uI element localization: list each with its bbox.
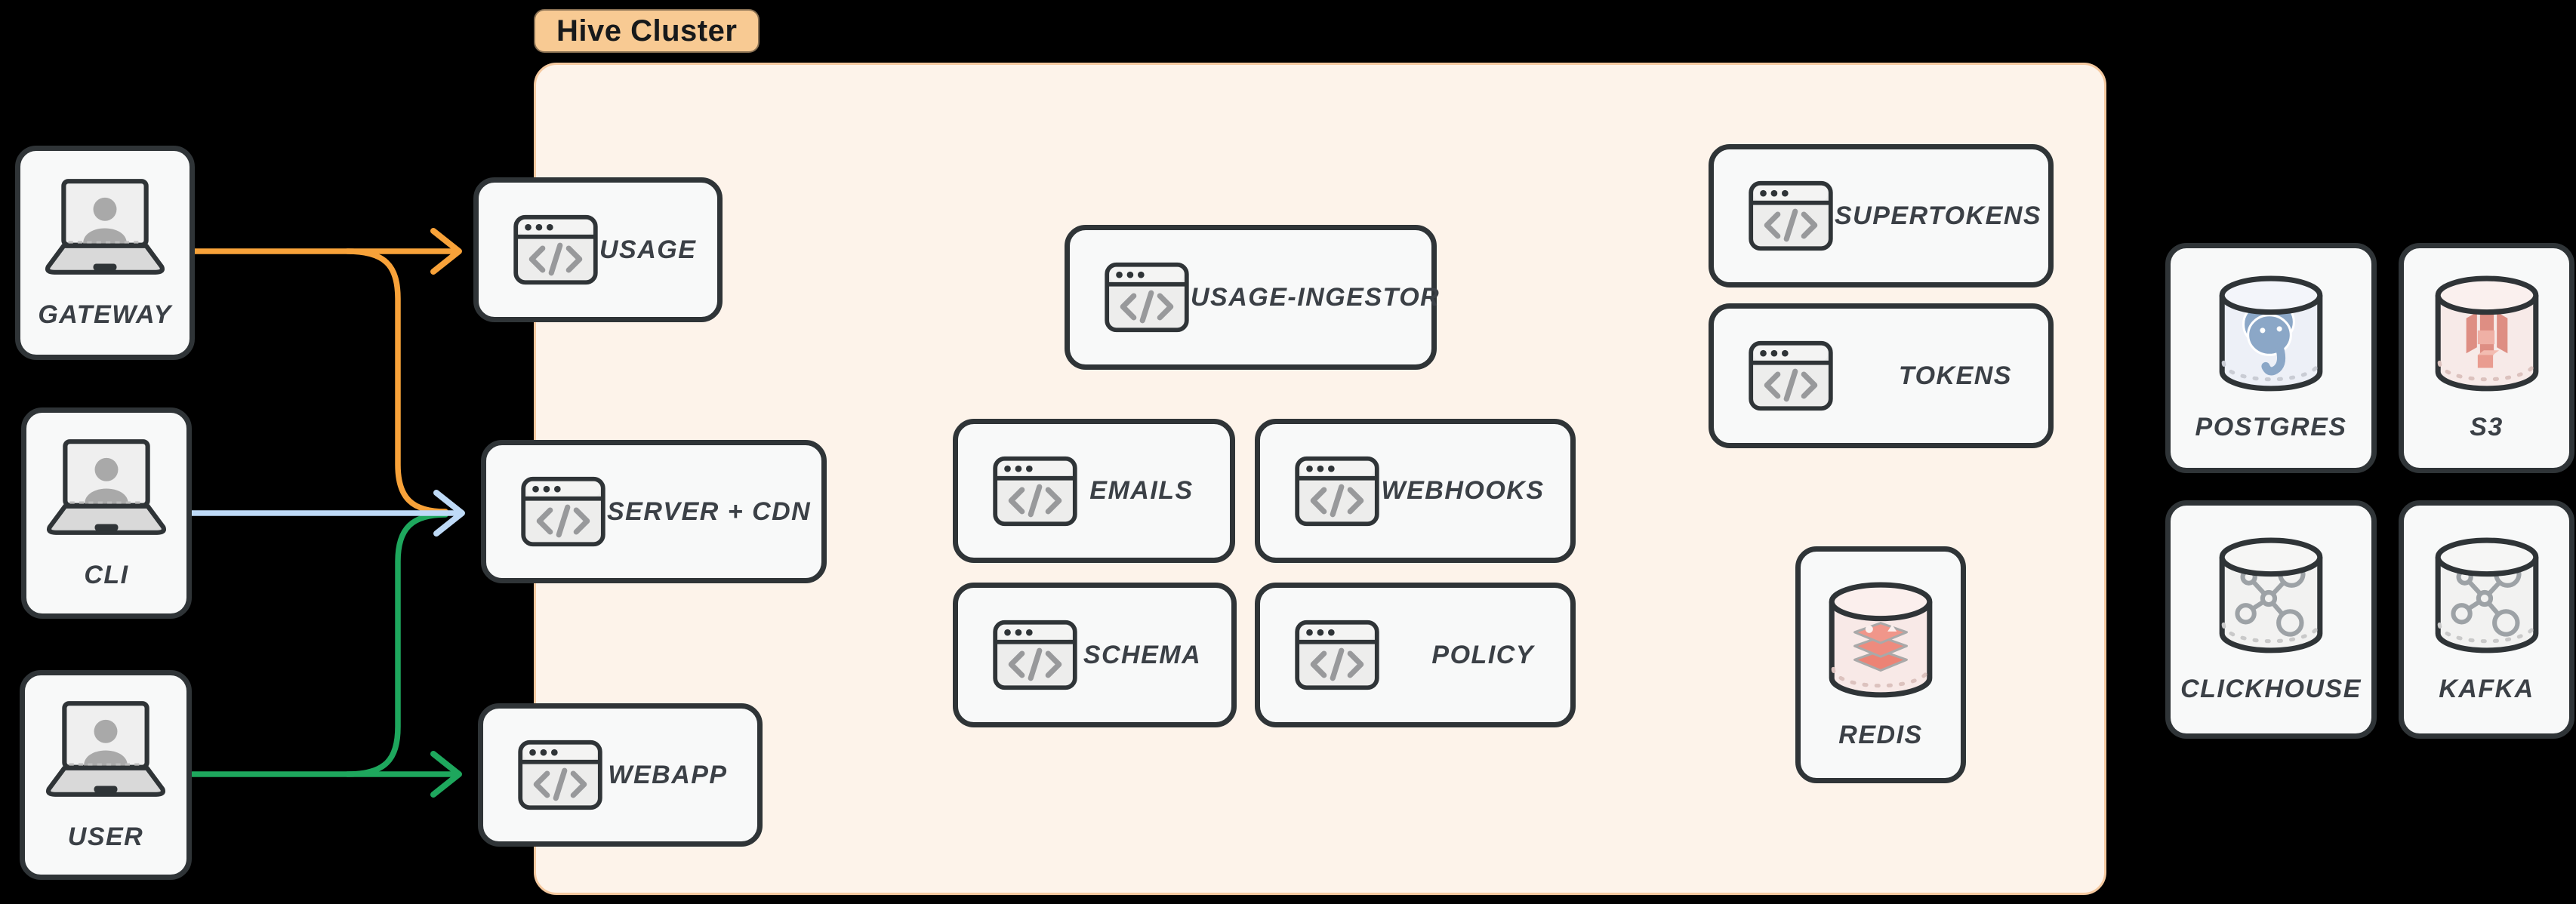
node-webhooks: WEBHOOKS xyxy=(1255,419,1576,563)
node-label: S3 xyxy=(2470,413,2504,441)
node-webapp: WEBAPP xyxy=(478,703,763,847)
node-label: WEBAPP xyxy=(608,760,728,789)
node-label: SERVER + CDN xyxy=(607,497,812,526)
code-window-icon xyxy=(519,475,607,548)
node-s3: S3 xyxy=(2399,243,2574,473)
node-label: USER xyxy=(67,822,144,851)
node-label: TOKENS xyxy=(1898,361,2012,390)
laptop-user-icon xyxy=(39,699,172,800)
node-label: REDIS xyxy=(1838,720,1923,749)
node-kafka: KAFKA xyxy=(2399,500,2574,739)
node-server-cdn: SERVER + CDN xyxy=(481,440,827,583)
arrowhead-webapp xyxy=(430,751,462,798)
code-window-icon xyxy=(1293,619,1381,691)
node-cli: CLI xyxy=(21,407,192,619)
node-label: CLI xyxy=(84,560,129,589)
node-postgres: POSTGRES xyxy=(2165,243,2377,473)
node-label: USAGE xyxy=(599,235,697,264)
node-label: GATEWAY xyxy=(38,300,172,329)
kafka-database-icon xyxy=(2430,536,2544,658)
node-user: USER xyxy=(20,670,192,880)
node-label: CLICKHOUSE xyxy=(2180,674,2362,703)
laptop-user-icon xyxy=(39,177,171,278)
node-gateway: GATEWAY xyxy=(15,146,195,360)
node-label: SCHEMA xyxy=(1083,640,1202,669)
arrowhead-server-cdn xyxy=(433,490,465,537)
node-label: SUPERTOKENS xyxy=(1835,201,2042,230)
code-window-icon xyxy=(1747,180,1835,252)
code-window-icon xyxy=(991,619,1079,691)
edge-gateway-server-cdn xyxy=(344,248,448,515)
node-label: USAGE-INGESTOR xyxy=(1191,282,1441,312)
code-window-icon xyxy=(512,214,599,286)
node-usage-ingestor: USAGE-INGESTOR xyxy=(1065,225,1441,370)
node-emails: EMAILS xyxy=(953,419,1235,563)
hive-cluster-tag: Hive Cluster xyxy=(534,9,760,53)
s3-database-icon xyxy=(2430,274,2544,396)
node-tokens: TOKENS xyxy=(1709,303,2054,448)
node-schema: SCHEMA xyxy=(953,583,1237,727)
clickhouse-database-icon xyxy=(2214,536,2328,658)
node-label: POSTGRES xyxy=(2195,413,2347,441)
node-usage: USAGE xyxy=(473,177,723,322)
hive-cluster-tag-label: Hive Cluster xyxy=(556,14,738,48)
code-window-icon xyxy=(1747,340,1835,412)
edge-user-server-cdn xyxy=(344,512,448,777)
node-label: EMAILS xyxy=(1089,476,1194,505)
redis-database-icon xyxy=(1823,580,1938,703)
code-window-icon xyxy=(516,739,604,811)
node-clickhouse: CLICKHOUSE xyxy=(2165,500,2377,739)
laptop-user-icon xyxy=(40,437,173,538)
code-window-icon xyxy=(991,455,1079,527)
arrowhead-usage xyxy=(430,228,462,275)
node-label: KAFKA xyxy=(2439,674,2534,703)
node-redis: REDIS xyxy=(1795,546,1966,783)
node-supertokens: SUPERTOKENS xyxy=(1709,144,2054,287)
code-window-icon xyxy=(1293,455,1381,527)
node-label: POLICY xyxy=(1431,640,1534,669)
code-window-icon xyxy=(1103,261,1191,334)
node-policy: POLICY xyxy=(1255,583,1576,727)
node-label: WEBHOOKS xyxy=(1381,476,1545,505)
postgres-database-icon xyxy=(2214,274,2328,396)
